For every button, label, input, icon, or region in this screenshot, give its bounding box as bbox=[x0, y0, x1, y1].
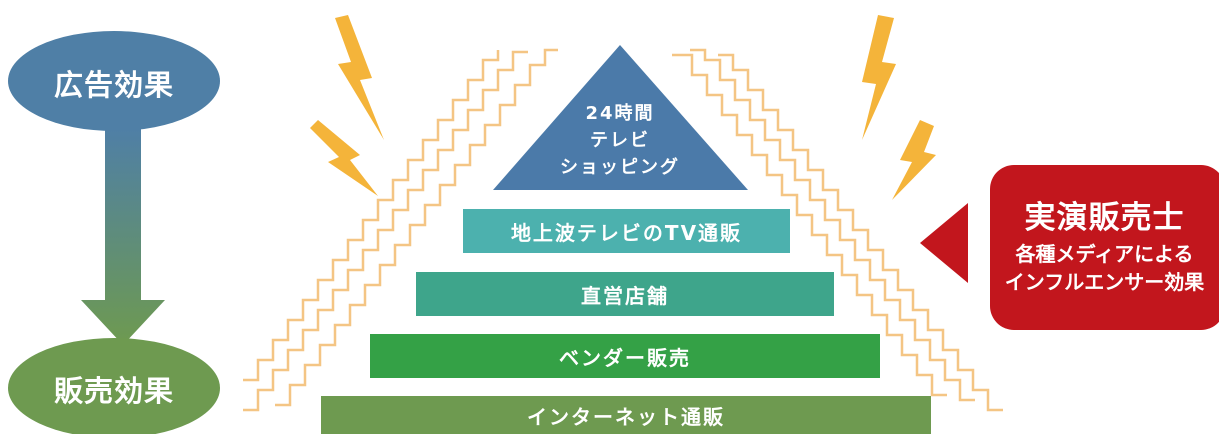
lightning-bolt-icon bbox=[310, 120, 378, 196]
apex-line-3: ショッピング bbox=[560, 157, 680, 178]
pyramid-apex-label: 24時間 テレビ ショッピング bbox=[530, 100, 710, 181]
zigzag-right-1 bbox=[718, 53, 1003, 412]
pyramid-apex-triangle bbox=[493, 45, 748, 190]
tier-4-bar bbox=[321, 396, 931, 434]
tier-2-bar bbox=[416, 272, 834, 316]
tier-2-label: 直営店舗 bbox=[581, 283, 669, 308]
lightning-bolt-icon bbox=[892, 120, 936, 200]
lightning-bolt-icon bbox=[335, 15, 384, 140]
tier-1-bar bbox=[463, 209, 790, 253]
zigzag-lines bbox=[243, 48, 1003, 412]
callout-line-1: 各種メディアによる bbox=[1015, 242, 1194, 266]
apex-line-2: テレビ bbox=[590, 130, 650, 151]
callout-line-2: インフルエンサー効果 bbox=[1004, 270, 1205, 294]
tier-4-label: インターネット通販 bbox=[527, 404, 725, 429]
sales-effect-ellipse bbox=[8, 338, 220, 434]
ad-effect-label: 広告効果 bbox=[53, 68, 174, 102]
zigzag-left-2 bbox=[243, 50, 528, 412]
apex-line-1: 24時間 bbox=[585, 103, 655, 124]
ad-effect-ellipse bbox=[8, 31, 220, 131]
callout-arrow-head bbox=[920, 203, 968, 283]
callout-title: 実演販売士 bbox=[1024, 200, 1185, 236]
lightning-bolts bbox=[310, 15, 936, 200]
callout-box bbox=[990, 165, 1219, 330]
tier-3-label: ベンダー販売 bbox=[559, 345, 691, 370]
lightning-bolt-icon bbox=[862, 15, 896, 140]
sales-effect-label: 販売効果 bbox=[53, 374, 174, 408]
tier-3-bar bbox=[370, 334, 880, 378]
zigzag-left-3 bbox=[275, 48, 558, 407]
down-arrow-icon bbox=[81, 129, 165, 345]
zigzag-right-3 bbox=[672, 53, 947, 397]
zigzag-left-1 bbox=[243, 50, 500, 382]
zigzag-right-2 bbox=[690, 48, 975, 402]
tier-1-label: 地上波テレビのTV通販 bbox=[510, 220, 743, 245]
